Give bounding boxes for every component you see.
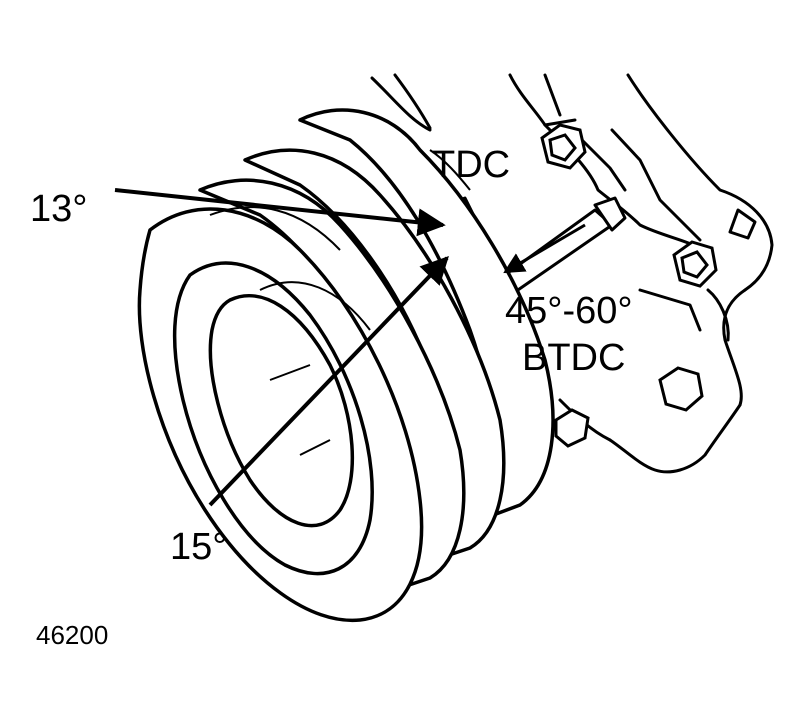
- deg-15-label: 15°: [170, 526, 228, 568]
- btdc-range-label: 45°-60°: [505, 290, 633, 332]
- btdc-label: BTDC: [522, 337, 626, 379]
- bolt-right: [672, 240, 718, 288]
- tdc-label: TDC: [432, 144, 511, 186]
- bolt-lower: [554, 366, 704, 448]
- pulley-details: [209, 149, 471, 456]
- arrow-15-degree: [208, 255, 449, 507]
- bolt-top: [540, 123, 587, 170]
- deg-13-label: 13°: [30, 188, 88, 230]
- figure-number: 46200: [36, 620, 109, 650]
- arrow-btdc: [503, 223, 586, 274]
- crankshaft-pulley: [137, 108, 555, 623]
- arrow-13-degree: [114, 188, 446, 237]
